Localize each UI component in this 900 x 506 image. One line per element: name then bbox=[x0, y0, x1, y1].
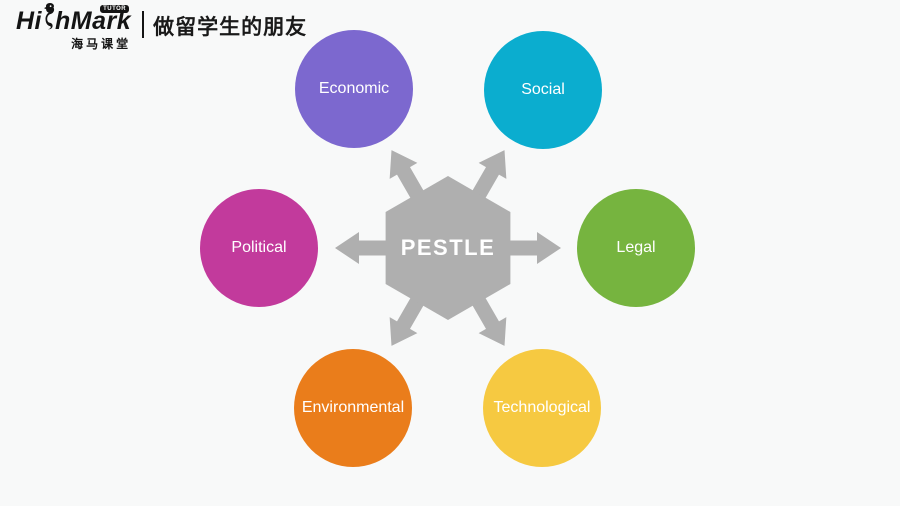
node-economic: Economic bbox=[295, 30, 413, 148]
node-environmental: Environmental bbox=[294, 349, 412, 467]
brand-logo: Hi hMark TUTOR 海马课堂 做留学生的朋友 bbox=[16, 3, 308, 52]
node-label: Economic bbox=[318, 80, 390, 97]
node-political: Political bbox=[200, 189, 318, 307]
node-label: Political bbox=[231, 239, 287, 256]
center-hexagon bbox=[385, 176, 511, 320]
node-label: Social bbox=[521, 81, 565, 98]
brand-name-chinese: 海马课堂 bbox=[71, 37, 132, 51]
node-technological: Technological bbox=[483, 349, 601, 467]
tutor-badge: TUTOR bbox=[100, 5, 130, 13]
node-label: Technological bbox=[493, 399, 591, 416]
logo-separator bbox=[142, 11, 145, 38]
node-social: Social bbox=[484, 31, 602, 149]
brand-prefix-text: Hi bbox=[16, 7, 42, 35]
node-legal: Legal bbox=[577, 189, 695, 307]
brand-slogan: 做留学生的朋友 bbox=[153, 14, 308, 39]
diagram-center: PESTLE bbox=[328, 148, 568, 348]
seahorse-icon bbox=[42, 2, 56, 36]
node-label: Legal bbox=[616, 239, 656, 256]
node-label: Environmental bbox=[301, 399, 405, 416]
brand-wordmark: Hi hMark TUTOR 海马课堂 bbox=[16, 3, 132, 52]
hexagon-arrows-graphic bbox=[335, 150, 561, 346]
